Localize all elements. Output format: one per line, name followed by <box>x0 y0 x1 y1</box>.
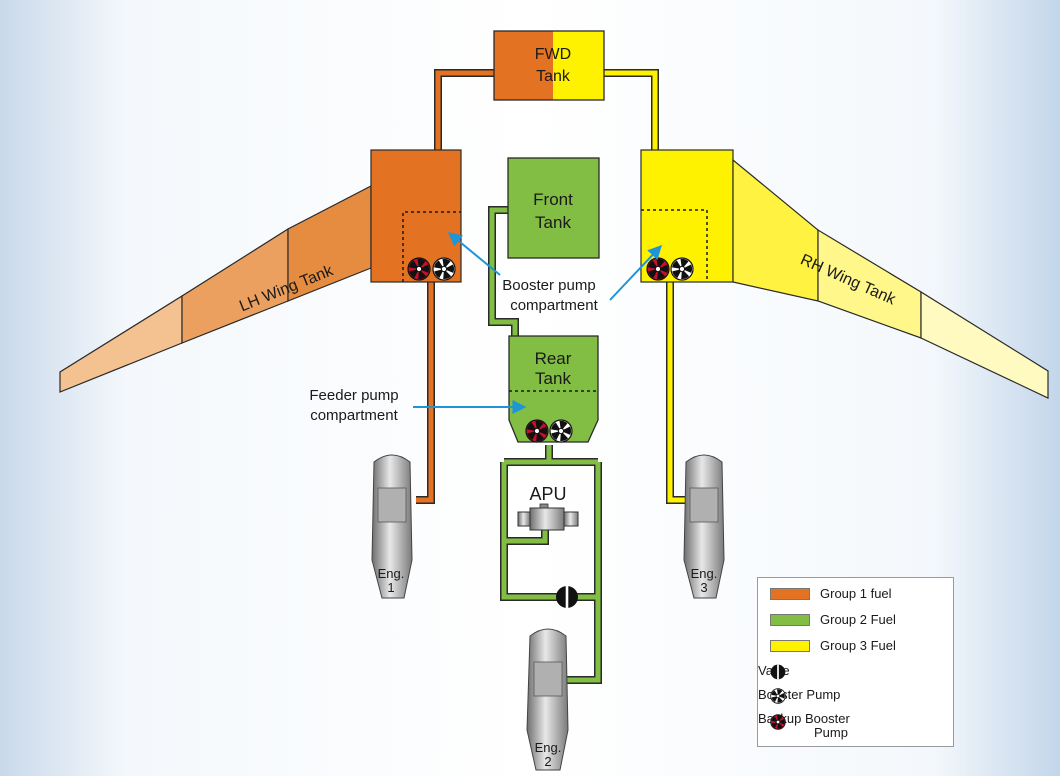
fwd-tank-label-line1: FWD <box>535 46 571 63</box>
engine-1: Eng. 1 <box>371 454 413 599</box>
front-tank: Front Tank <box>507 157 600 259</box>
rh-wing <box>640 149 1049 399</box>
apu-unit-icon <box>517 503 579 531</box>
group1-line-fwd <box>435 70 503 150</box>
engine-2-label-line2: 2 <box>544 754 551 769</box>
fwd-tank-right-half <box>553 31 604 100</box>
engine-3-core <box>689 487 719 523</box>
engine-1-core <box>377 487 407 523</box>
group3-swatch <box>770 639 810 652</box>
fwd-tank-label-line2: Tank <box>536 68 571 85</box>
legend-group1-label: Group 1 fuel <box>820 586 892 601</box>
backup-booster-pump-icon <box>770 714 786 730</box>
lh-booster-compartment <box>402 211 461 282</box>
rear-tank-label-line1: Rear <box>535 349 572 368</box>
apu: APU <box>517 484 579 531</box>
valve-icon <box>770 664 786 680</box>
engine-1-label-line2: 1 <box>387 580 394 595</box>
group2-line-front-rear <box>489 207 518 336</box>
fwd-tank-left-half <box>494 31 553 100</box>
engine-2-label-line1: Eng. <box>535 740 562 755</box>
legend-group3-label: Group 3 Fuel <box>820 638 896 653</box>
legend-group2: Group 2 Fuel <box>770 613 896 626</box>
booster-pump-icon <box>770 688 786 704</box>
front-tank-box <box>507 157 600 259</box>
group1-line-eng1 <box>416 282 434 503</box>
legend-group1: Group 1 fuel <box>770 587 892 600</box>
group2-line-apu-eng2 <box>501 445 601 683</box>
group1-swatch <box>770 587 810 600</box>
engine-3-label-line1: Eng. <box>691 566 718 581</box>
legend: Group 1 fuel Group 2 Fuel Group 3 Fuel V… <box>757 577 954 747</box>
group3-line-fwd <box>602 70 658 150</box>
booster-callout-line1: Booster pump <box>502 277 595 294</box>
group2-swatch <box>770 613 810 626</box>
legend-booster-pump: Booster Pump <box>758 688 840 704</box>
booster-arrow-left <box>447 232 501 276</box>
booster-arrow-right <box>609 244 662 301</box>
rear-tank-label-line2: Tank <box>535 369 571 388</box>
rh-booster-compartment <box>641 209 708 282</box>
legend-group2-label: Group 2 Fuel <box>820 612 896 627</box>
legend-backup-pump: Backup Booster Pump <box>758 712 850 739</box>
group3-line-eng3 <box>667 282 692 503</box>
rear-tank-box <box>508 335 599 443</box>
engine-2: Eng. 2 <box>526 628 569 771</box>
feeder-callout-line1: Feeder pump <box>309 387 398 404</box>
fwd-tank: FWD Tank <box>493 30 605 101</box>
booster-callout-line2: compartment <box>510 297 598 314</box>
legend-backup-pump-label-line2: Pump <box>814 725 848 740</box>
feeder-callout-line2: compartment <box>310 407 398 424</box>
fwd-tank-outline <box>493 30 605 101</box>
rh-wing-tip <box>920 290 1049 399</box>
engine-2-core <box>533 661 563 697</box>
front-tank-label-line1: Front <box>533 190 573 209</box>
legend-group3: Group 3 Fuel <box>770 639 896 652</box>
engine-3-label-line2: 3 <box>700 580 707 595</box>
legend-valve: Valve <box>758 664 790 680</box>
engine-3: Eng. 3 <box>683 454 725 599</box>
rear-tank: Rear Tank <box>508 335 599 443</box>
engine-1-label-line1: Eng. <box>378 566 405 581</box>
apu-label: APU <box>529 484 566 504</box>
front-tank-label-line2: Tank <box>535 213 571 232</box>
apu-valve-icon <box>556 586 578 608</box>
